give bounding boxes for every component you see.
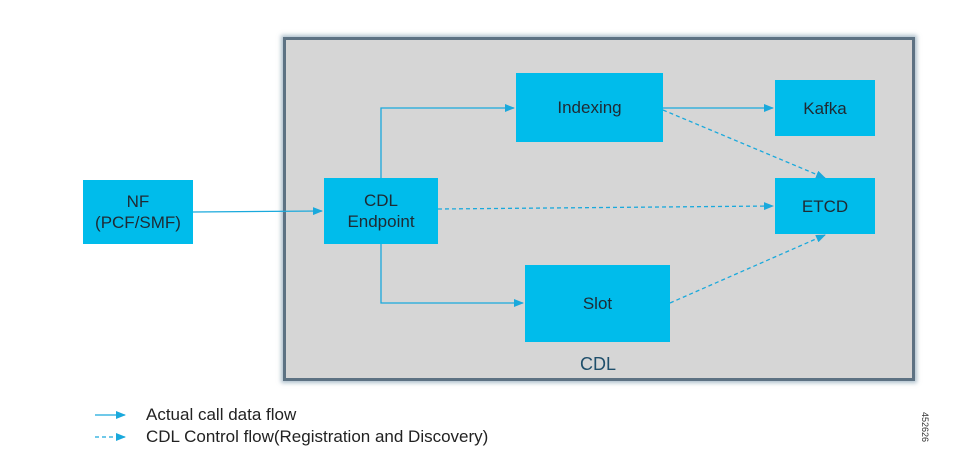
legend-control-flow-label: CDL Control flow(Registration and Discov… (146, 427, 489, 446)
cdl-endpoint-node: CDL Endpoint (324, 178, 438, 244)
arrow-endpoint-to-etcd (437, 202, 774, 211)
arrow-slot-to-etcd (669, 234, 826, 304)
slot-node: Slot (525, 265, 670, 342)
cdl-container-label: CDL (580, 354, 617, 374)
figure-id: 452626 (920, 412, 930, 443)
arrow-endpoint-to-indexing (380, 104, 515, 178)
arrow-indexing-to-etcd (662, 109, 826, 179)
kafka-node: Kafka (775, 80, 875, 136)
legend-actual-flow-label: Actual call data flow (146, 405, 297, 424)
nf-node: NF (PCF/SMF) (83, 180, 193, 244)
etcd-node: ETCD (775, 178, 875, 234)
arrow-endpoint-to-slot (380, 244, 524, 307)
indexing-node: Indexing (516, 73, 663, 142)
arrow-nf-to-endpoint (192, 207, 323, 216)
